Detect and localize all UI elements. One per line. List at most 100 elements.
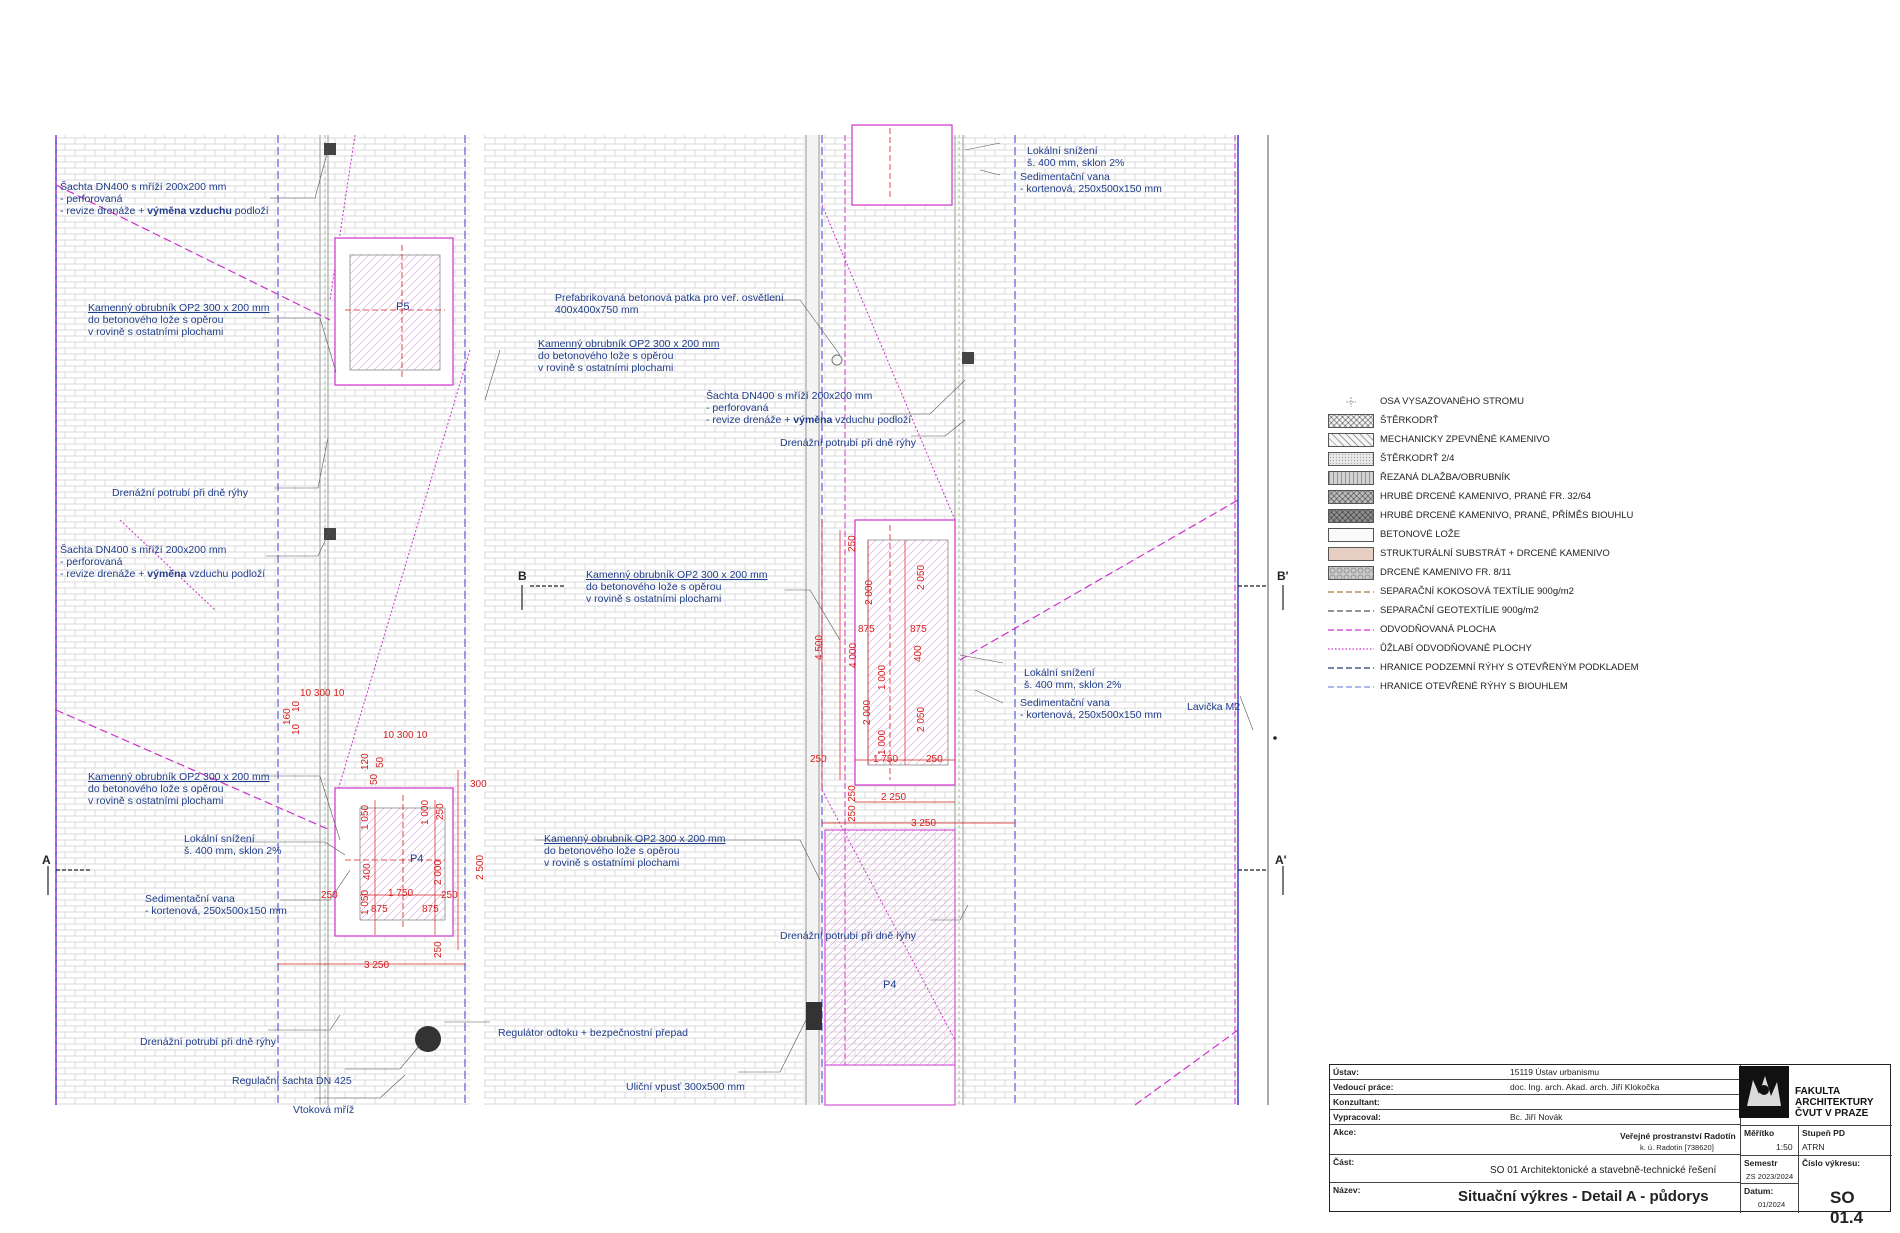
tb-value: doc. Ing. arch. Akad. arch. Jiří Klokočk… — [1510, 1082, 1660, 1092]
annotation-text: výměna — [793, 414, 832, 426]
tb-value: Bc. Jiří Novák — [1510, 1112, 1563, 1122]
annotation-text: vzduchu podloží — [832, 414, 911, 426]
legend-label: ŠTĚRKODRŤ 2/4 — [1380, 453, 1455, 464]
annotation-text: podloží — [232, 205, 269, 217]
svg-text:- revize drenáže + výměna vzdu: - revize drenáže + výměna vzduchu podlož… — [60, 205, 269, 217]
legend-label: ŘEZANÁ DLAŽBA/OBRUBNÍK — [1380, 472, 1511, 483]
tb-value: 01/2024 — [1758, 1200, 1786, 1209]
dim-text: 2 000 — [862, 700, 873, 725]
tb-key: Akce: — [1333, 1127, 1357, 1137]
legend-swatch — [1328, 661, 1374, 675]
legend-item: HRANICE PODZEMNÍ RÝHY S OTEVŘENÝM PODKLA… — [1328, 658, 1638, 677]
dim-text: 1 050 — [360, 890, 371, 915]
annotation-text: v rovině s ostatními plochami — [538, 362, 673, 374]
section-label-b: B — [518, 569, 527, 583]
tb-row-nazev: Název: Situační výkres - Detail A - půdo… — [1330, 1183, 1740, 1211]
annotation-text: Lokální snížení — [1024, 667, 1095, 679]
annotation-text: Sedimentační vana — [145, 893, 235, 905]
annotation-text: - perforovaná — [706, 402, 769, 414]
dim-text: 1 000 — [877, 730, 888, 755]
street-inlet-icon — [806, 1002, 822, 1030]
planter-p4-right — [824, 829, 956, 1106]
dim-text: 2 000 — [864, 580, 875, 605]
dim-text: 10 300 10 — [383, 730, 428, 741]
annotation-shaft-1: Šachta DN400 s mříží 200x200 mm - perfor… — [60, 180, 269, 217]
legend-swatch — [1328, 470, 1374, 485]
section-label-a: A — [42, 853, 51, 867]
annotation-text: Lokální snížení — [1027, 145, 1098, 157]
tb-row-vedouci: Vedoucí práce: doc. Ing. arch. Akad. arc… — [1330, 1080, 1740, 1095]
tb-key: Číslo výkresu: — [1802, 1158, 1861, 1168]
annotation-text: - kortenová, 250x500x150 mm — [1020, 709, 1162, 721]
tb-key: Měřítko — [1744, 1128, 1775, 1138]
legend-swatch — [1328, 680, 1374, 694]
planter-top — [851, 124, 953, 206]
dim-text: 875 — [910, 624, 927, 635]
planter-label: P4 — [883, 979, 896, 991]
dim-text: 875 — [371, 904, 388, 915]
legend-label: MECHANICKY ZPEVNĚNÉ KAMENIVO — [1380, 434, 1550, 445]
annotation-text: do betonového lože s opěrou — [88, 783, 224, 795]
logo-text: FAKULTA — [1795, 1086, 1841, 1097]
planter-p5-inner — [349, 254, 441, 371]
annotation-curb-1: Kamenný obrubník OP2 300 x 200 mm do bet… — [88, 302, 270, 338]
legend-label: HRUBÉ DRCENÉ KAMENIVO, PRANÉ FR. 32/64 — [1380, 491, 1592, 502]
annotation-text: Kamenný obrubník OP2 300 x 200 mm — [544, 833, 726, 845]
dim-text: 875 — [858, 624, 875, 635]
annotation-text: v rovině s ostatními plochami — [88, 795, 223, 807]
tb-value: k. ú. Radotín [738620] — [1640, 1143, 1714, 1152]
legend-swatch — [1328, 642, 1374, 656]
legend-swatch — [1328, 585, 1374, 599]
tb-value: 15119 Ústav urbanismu — [1510, 1067, 1600, 1077]
annotation-drainage-pipe: Drenážní potrubí při dně rýhy — [140, 1036, 277, 1048]
annotation-shaft-3: Šachta DN400 s mříží 200x200 mm - perfor… — [706, 389, 911, 426]
legend-swatch — [1328, 413, 1374, 428]
annotation-curb-2: Kamenný obrubník OP2 300 x 200 mm do bet… — [88, 771, 270, 807]
legend-label: ŠTĚRKODRŤ — [1380, 415, 1439, 426]
legend-label: ODVODŇOVANÁ PLOCHA — [1380, 624, 1496, 635]
planter-p4-left-inner — [359, 807, 446, 921]
annotation-text: Kamenný obrubník OP2 300 x 200 mm — [586, 569, 768, 581]
paving-area — [56, 135, 1238, 1105]
annotation-text: - kortenová, 250x500x150 mm — [1020, 183, 1162, 195]
legend-label: SEPARAČNÍ GEOTEXTÍLIE 900g/m2 — [1380, 605, 1539, 616]
legend-swatch — [1328, 489, 1374, 504]
annotation-regulation-shaft: Regulační šachta DN 425 — [232, 1075, 352, 1087]
annotation-text: Šachta DN400 s mříží 200x200 mm — [706, 389, 873, 402]
dim-text: 2 050 — [916, 565, 927, 590]
shaft-icon — [324, 143, 336, 155]
legend-label: BETONOVÉ LOŽE — [1380, 529, 1461, 540]
annotation-text: Sedimentační vana — [1020, 171, 1110, 183]
annotation-local-lowering-1: Lokální snížení š. 400 mm, sklon 2% — [184, 833, 281, 857]
legend-item: ŮŽLABÍ ODVODŇOVANÉ PLOCHY — [1328, 639, 1628, 658]
annotation-curb-4: Kamenný obrubník OP2 300 x 200 mm do bet… — [586, 569, 768, 605]
tb-value: ZS 2023/2024 — [1746, 1172, 1794, 1181]
legend-label: HRANICE PODZEMNÍ RÝHY S OTEVŘENÝM PODKLA… — [1380, 662, 1639, 673]
tb-key: Ústav: — [1333, 1067, 1359, 1077]
tb-key: Název: — [1333, 1185, 1361, 1195]
legend-item: SEPARAČNÍ GEOTEXTÍLIE 900g/m2 — [1328, 601, 1628, 620]
annotation-shaft-2: Šachta DN400 s mříží 200x200 mm - perfor… — [60, 543, 265, 580]
annotation-text: š. 400 mm, sklon 2% — [1027, 157, 1124, 169]
section-label-b-prime: B' — [1277, 569, 1289, 583]
dim-text: 1 000 — [420, 800, 431, 825]
annotation-text: Šachta DN400 s mříží 200x200 mm — [60, 180, 227, 193]
annotation-text: výměna — [147, 568, 186, 580]
dim-text: 250 — [435, 803, 446, 820]
dim-text: 4 500 — [814, 635, 825, 660]
annotation-drainage-pipe: Drenážní potrubí při dně rýhy — [780, 930, 917, 942]
annotation-text: - revize drenáže + — [60, 568, 147, 580]
annotation-text: do betonového lože s opěrou — [538, 350, 674, 362]
legend-label: HRUBÉ DRCENÉ KAMENIVO, PRANÉ, PŘÍMĚS BIO… — [1380, 510, 1634, 521]
tb-key: Datum: — [1744, 1186, 1774, 1196]
dim-text: 160 — [282, 708, 293, 725]
dim-text: 2 050 — [916, 707, 927, 732]
legend-swatch — [1328, 623, 1374, 637]
curb-strip — [803, 135, 821, 1105]
tb-key: Vedoucí práce: — [1333, 1082, 1394, 1092]
university-emblem-icon — [1739, 1066, 1789, 1118]
dim-text: 300 — [470, 779, 487, 790]
